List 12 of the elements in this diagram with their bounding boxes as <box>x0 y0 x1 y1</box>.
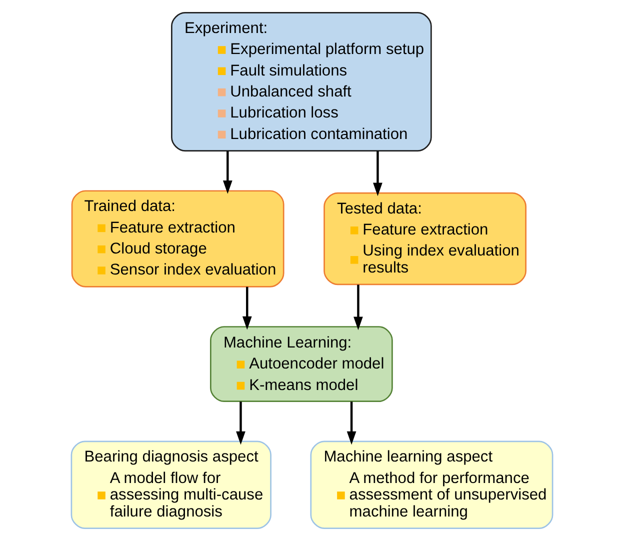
node-box: Tested data: Feature extraction Using index evaluation results <box>323 192 526 286</box>
arrow <box>353 284 362 330</box>
arrow <box>242 286 252 330</box>
node-box: Machine Learning: Autoencoder model K-means model <box>210 326 392 402</box>
arrow <box>222 151 232 194</box>
arrow <box>236 402 245 445</box>
node-box: Experiment: Experimental platform setup Fault simulations Unbalanced shaft Lubrication loss Lubrication contamination <box>170 12 432 152</box>
arrow <box>372 151 382 196</box>
node-box: Trained data: Feature extraction Cloud storage Sensor index evaluation <box>70 190 284 288</box>
node-box: Bearing diagnosis aspect A model flow for assessing multi-cause failure diagnosis <box>70 440 271 529</box>
arrow <box>346 402 356 445</box>
node-box: Machine learning aspect A method for performance assessment of unsupervised machine learning <box>310 440 553 529</box>
